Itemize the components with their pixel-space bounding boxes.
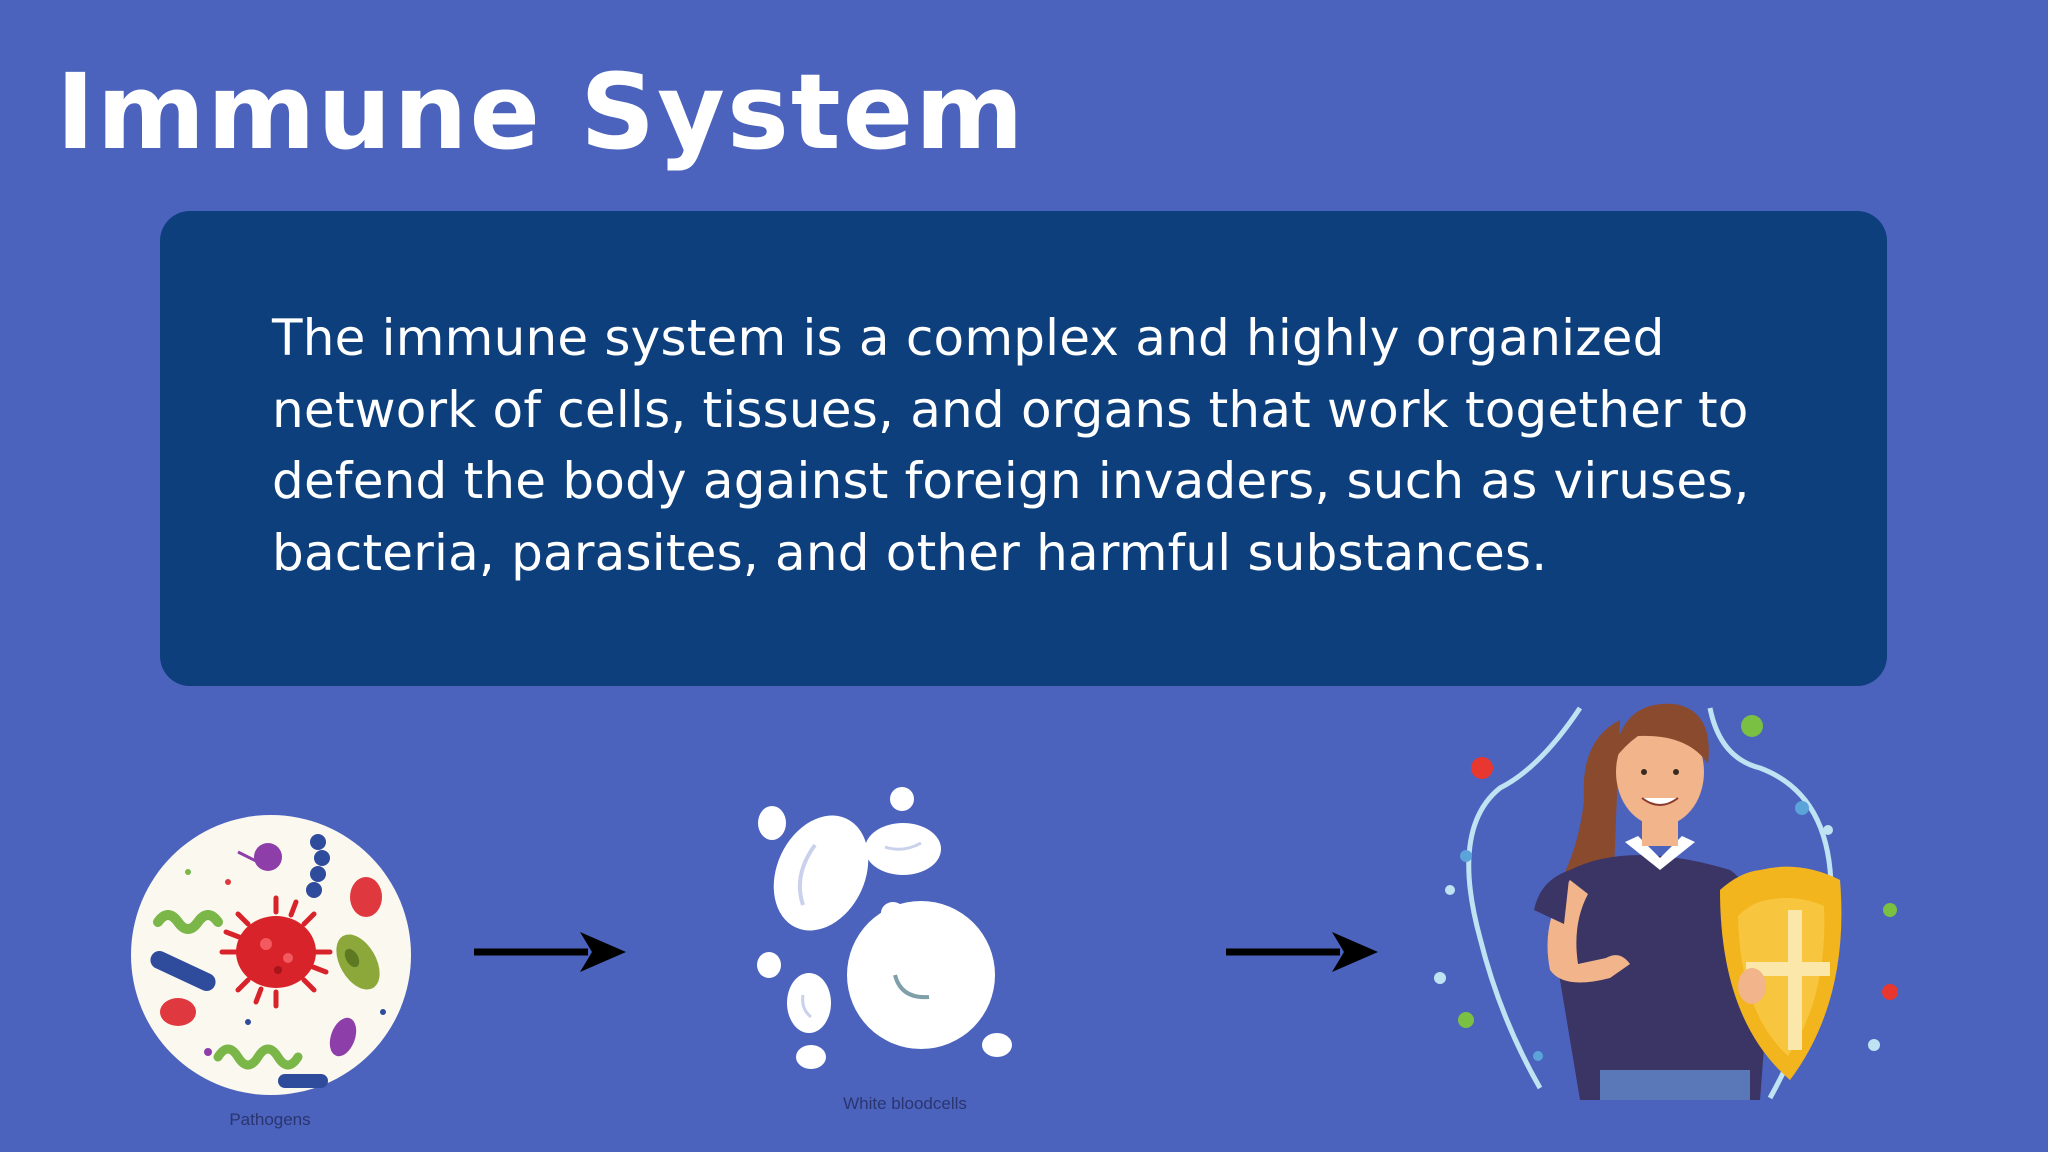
person-with-shield-icon: [1434, 703, 1898, 1100]
description-text: The immune system is a complex and highl…: [272, 309, 1750, 582]
white-blood-cells-icon: [757, 787, 1012, 1069]
pathogens-icon: [131, 815, 411, 1095]
white-blood-cells-caption: White bloodcells: [843, 1094, 967, 1113]
arrow-right-icon: [1226, 932, 1378, 972]
slide-title: Immune System: [56, 51, 1026, 173]
arrow-right-icon: [474, 932, 626, 972]
pathogens-caption: Pathogens: [229, 1110, 311, 1129]
description-box: The immune system is a complex and highl…: [160, 211, 1887, 686]
